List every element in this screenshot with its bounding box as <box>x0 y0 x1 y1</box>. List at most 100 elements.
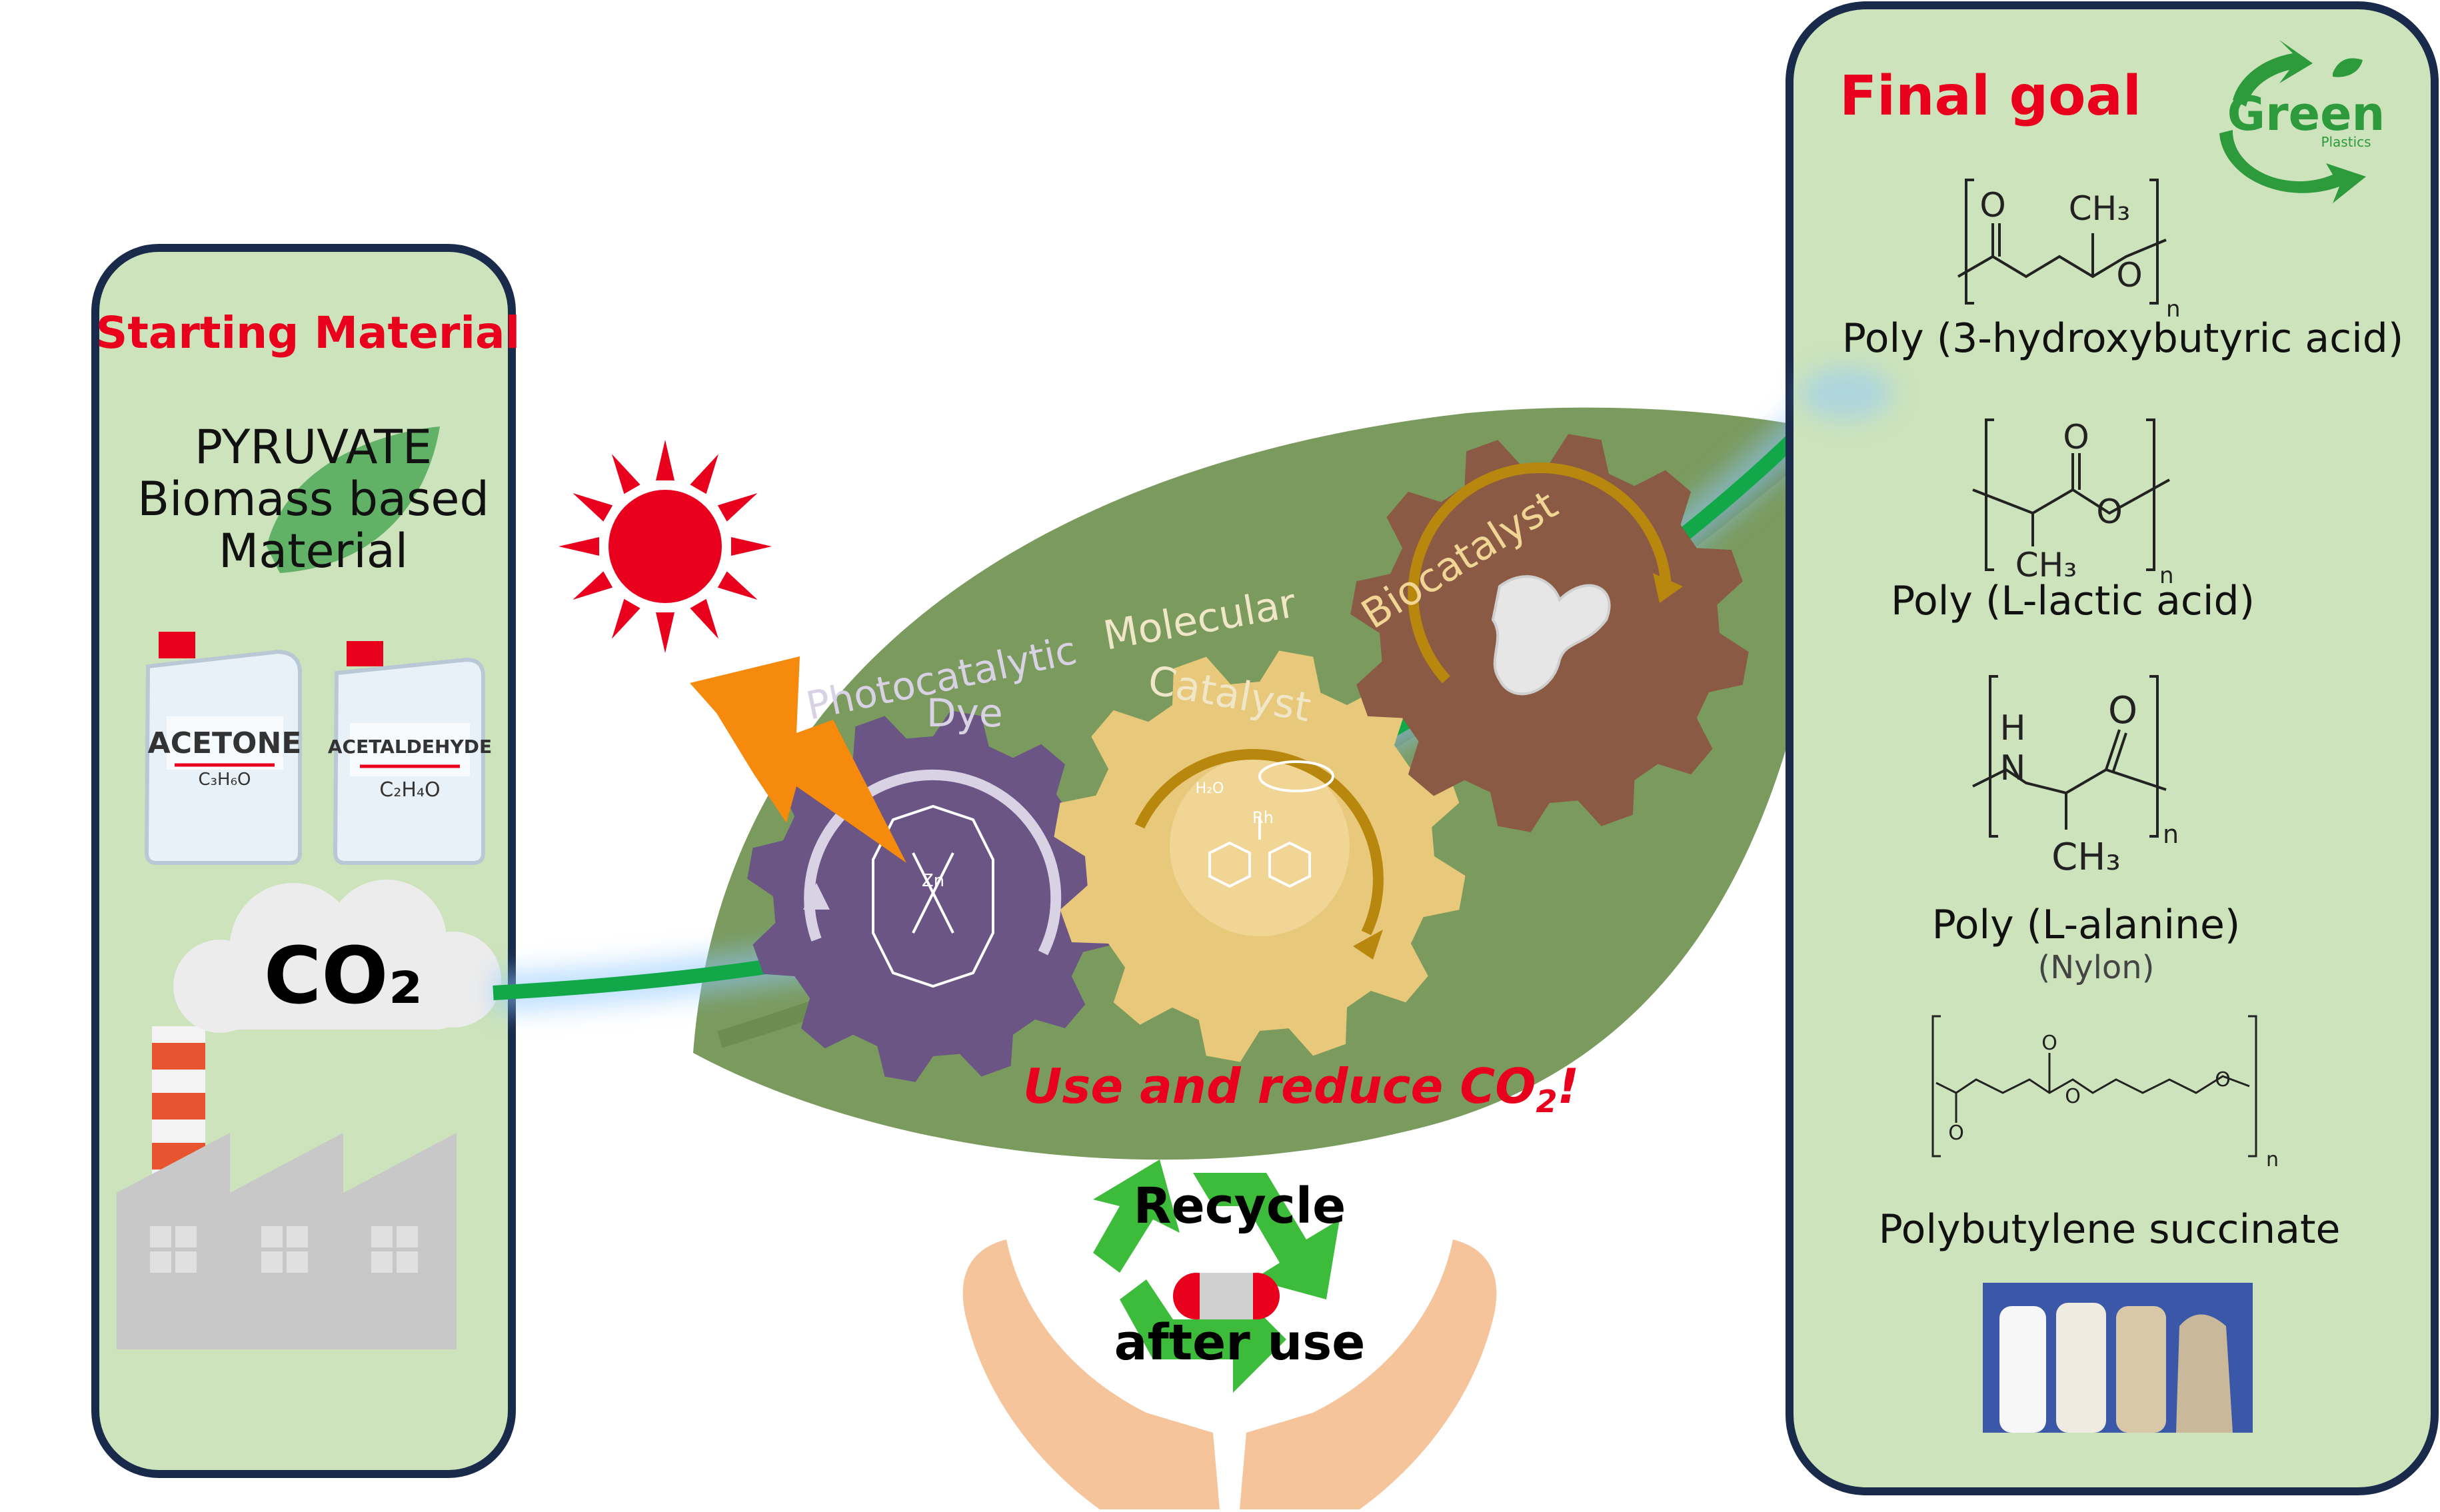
pyruvate-line-1: PYRUVATE <box>195 420 432 474</box>
starting-material-title: Starting Material <box>96 307 520 359</box>
cloud-shape <box>173 880 501 1033</box>
pla-o-chain: O <box>2096 492 2122 531</box>
pla-ch3: CH₃ <box>2015 546 2077 584</box>
logo-leaf-icon <box>2333 58 2363 77</box>
pbs-o-3: O <box>2065 1085 2081 1108</box>
polyalanine-subscript-n: n <box>2163 820 2179 849</box>
brown-cycle-arrow-head <box>1653 573 1683 603</box>
arrow-tip-glow <box>1800 367 1893 420</box>
logo-arrow-top <box>2233 40 2313 107</box>
h2o-label: H₂O <box>1196 780 1224 797</box>
polyalanine-structure <box>1972 675 2167 838</box>
logo-arrow-bottom <box>2219 130 2366 203</box>
sun-ray <box>731 537 772 556</box>
purple-cycle-arrow <box>804 769 1062 956</box>
phb-ch3: CH₃ <box>2069 189 2131 228</box>
co2-label: CO₂ <box>264 930 423 1022</box>
purple-cycle-arrow-head <box>803 883 830 910</box>
sun-icon <box>559 440 772 653</box>
pbs-o-1: O <box>1948 1122 1964 1145</box>
sun-ray <box>656 612 674 653</box>
rh-complex-structure <box>1208 760 1334 888</box>
polymer-note-3: (Nylon) <box>2038 949 2155 986</box>
polyalanine-o: O <box>2108 689 2137 732</box>
pyruvate-line-2: Biomass based <box>137 472 489 526</box>
pbs-o-4: O <box>2215 1068 2231 1092</box>
zn-label: Zn <box>922 871 944 891</box>
sun-ray <box>690 454 718 494</box>
phb-structure <box>1957 179 2167 305</box>
green-plastics-logo: Green Plastics <box>2219 40 2385 203</box>
polyalanine-h: H <box>1999 708 2025 748</box>
recycle-after-use: Recycle after use <box>962 1159 1497 1509</box>
polyalanine-n: N <box>2000 748 2026 788</box>
pbs-structure <box>1931 1015 2257 1157</box>
factory-windows <box>150 1226 418 1273</box>
left-hand <box>962 1239 1220 1509</box>
pbs-o-2: O <box>2041 1032 2057 1055</box>
brown-cycle-arrow <box>1408 462 1672 684</box>
porphyrin-disk <box>840 803 1026 990</box>
bottle-3 <box>2116 1306 2166 1433</box>
bottle-1 <box>1999 1306 2046 1433</box>
bottle-2 <box>2056 1303 2106 1433</box>
pla-o-top: O <box>2063 418 2089 456</box>
acetone-cap <box>159 632 195 658</box>
polyalanine-ch3: CH₃ <box>2051 836 2121 879</box>
sun-disk <box>609 490 722 603</box>
bottle-4 <box>2176 1314 2233 1433</box>
phb-o-chain: O <box>2116 256 2142 295</box>
logo-green-text: Green <box>2227 87 2385 141</box>
sun-ray <box>573 493 613 522</box>
lightning-bolt-icon <box>690 656 906 863</box>
sun-ray <box>612 454 640 494</box>
tan-cycle-arrow-head <box>1353 930 1383 960</box>
acetaldehyde-label: ACETALDEHYDE <box>328 736 492 758</box>
after-use-label: after use <box>1114 1314 1366 1371</box>
polymer-name-3: Poly (L-alanine) <box>1932 902 2241 948</box>
sun-ray <box>559 537 599 556</box>
phb-o-top: O <box>1979 186 2005 225</box>
sun-ray <box>612 598 640 639</box>
sun-ray <box>656 440 674 480</box>
right-hand <box>1240 1239 1497 1509</box>
acetone-label: ACETONE <box>148 726 302 760</box>
final-goal-title: Final goal <box>1839 65 2141 128</box>
acetaldehyde-cap <box>347 641 383 666</box>
recycle-label: Recycle <box>1134 1177 1346 1235</box>
leaf-icon <box>267 426 440 573</box>
chimney-stripe-1 <box>152 1043 205 1070</box>
logo-plastics-text: Plastics <box>2321 134 2371 150</box>
acetaldehyde-bottle: ACETALDEHYDE C₂H₄O <box>328 641 492 865</box>
factory-icon <box>117 1026 457 1349</box>
chimney-stripe-2 <box>152 1093 205 1120</box>
pla-n: n <box>2159 562 2174 589</box>
sun-ray <box>573 571 613 600</box>
phb-n: n <box>2166 296 2181 323</box>
enzyme-structure-icon <box>1491 575 1611 696</box>
polymer-name-4: Polybutylene succinate <box>1879 1206 2341 1253</box>
polymer-name-2: Poly (L-lactic acid) <box>1891 578 2255 624</box>
acetone-label-area <box>167 716 283 770</box>
tan-cycle-arrow <box>1134 749 1384 936</box>
acetone-bottle: ACETONE C₃H₆O <box>144 632 302 865</box>
polymer-name-1: Poly (3-hydroxybutyric acid) <box>1842 315 2404 362</box>
sun-ray <box>717 571 758 600</box>
rh-label: Rh <box>1252 808 1274 827</box>
final-goal-panel: Final goal Green Plastics O CH₃ O n Poly… <box>1786 1 2439 1495</box>
center-process: Zn H₂O Rh Photocatalytic Dye Molecular C… <box>492 363 1859 1160</box>
sun-ray <box>690 598 718 639</box>
use-reduce-co2-text: Use and reduce CO2! <box>1023 1058 1579 1120</box>
acetone-formula: C₃H₆O <box>198 770 251 790</box>
porphyrin-structure <box>872 804 994 988</box>
pla-structure <box>1972 418 2170 571</box>
pyruvate-line-3: Material <box>219 524 408 578</box>
rh-complex-disk <box>1170 756 1350 936</box>
starting-material-panel: Starting Material PYRUVATE Biomass based… <box>91 244 520 1478</box>
capsule-icon <box>1173 1273 1280 1319</box>
acetaldehyde-formula: C₂H₄O <box>379 778 440 802</box>
degraded-bottles-photo <box>1983 1283 2253 1433</box>
pbs-n: n <box>2266 1148 2279 1171</box>
